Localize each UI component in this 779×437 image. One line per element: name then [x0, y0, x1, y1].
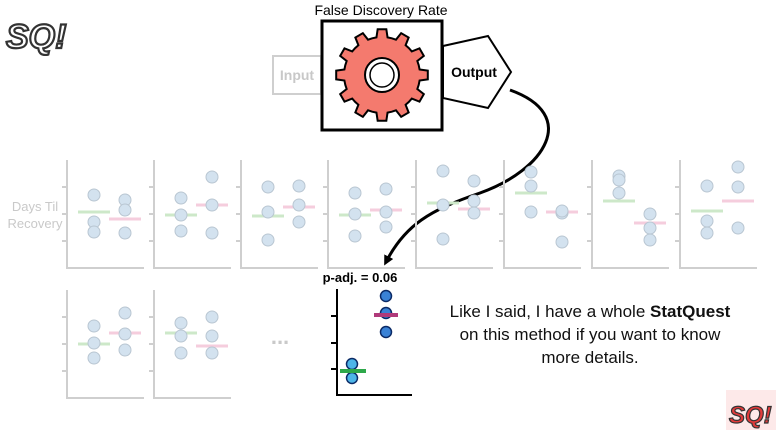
faded-data-point: [205, 310, 219, 324]
input-box: Input: [272, 55, 322, 95]
faded-data-point: [379, 182, 393, 196]
output-label: Output: [451, 64, 497, 80]
statquest-logo-top: SQ!: [5, 17, 68, 57]
faded-data-point: [292, 179, 306, 193]
faded-data-point: [524, 179, 538, 193]
caption: Like I said, I have a whole StatQuest on…: [410, 300, 770, 369]
faded-data-point: [261, 233, 275, 247]
faded-data-point: [700, 226, 714, 240]
faded-data-point: [467, 206, 481, 220]
faded-data-point: [731, 221, 745, 235]
faded-data-point: [700, 179, 714, 193]
logo-text: SQ!: [6, 18, 66, 56]
faded-data-point: [205, 198, 219, 212]
faded-data-point: [118, 203, 132, 217]
faded-data-point: [205, 170, 219, 184]
faded-data-point: [174, 329, 188, 343]
y-axis-label-line1: Days Til: [12, 199, 58, 214]
faded-data-point: [174, 191, 188, 205]
faded-data-point: [379, 205, 393, 219]
faded-data-point: [205, 346, 219, 360]
faded-data-point: [436, 164, 450, 178]
result-arrow: [384, 88, 550, 266]
faded-data-point: [555, 204, 569, 218]
faded-plot-axes: [153, 290, 231, 399]
faded-plot-axes: [240, 160, 318, 269]
faded-data-point: [524, 205, 538, 219]
input-label: Input: [280, 67, 315, 83]
faded-data-point: [524, 165, 538, 179]
p-adj-label: p-adj. = 0.06: [323, 270, 398, 285]
faded-data-point: [87, 225, 101, 239]
faded-plot-axes: [66, 160, 144, 269]
data-point: [345, 357, 359, 371]
faded-plot-axes: [679, 160, 757, 269]
faded-plot-axes: [415, 160, 493, 269]
caption-line2: on this method if you want to know: [459, 325, 721, 344]
faded-data-point: [348, 229, 362, 243]
faded-data-point: [205, 226, 219, 240]
output-arrow: Output: [442, 34, 513, 110]
faded-data-point: [87, 319, 101, 333]
data-point: [345, 371, 359, 385]
faded-data-point: [292, 215, 306, 229]
faded-plot-axes: [66, 290, 144, 399]
faded-data-point: [174, 224, 188, 238]
caption-line3: more details.: [541, 348, 639, 367]
ellipsis: ...: [271, 324, 289, 349]
faded-data-point: [118, 306, 132, 320]
logo-text: SQ!: [729, 402, 772, 429]
faded-data-point: [348, 186, 362, 200]
faded-data-point: [174, 316, 188, 330]
faded-data-point: [700, 214, 714, 228]
faded-plot-axes: [503, 160, 581, 269]
faded-data-point: [731, 160, 745, 174]
faded-data-point: [261, 205, 275, 219]
faded-data-point: [261, 180, 275, 194]
highlighted-plot: p-adj. = 0.06: [323, 270, 412, 396]
faded-data-point: [118, 226, 132, 240]
faded-plot-axes: [153, 160, 231, 269]
faded-data-point: [118, 327, 132, 341]
faded-data-point: [612, 186, 626, 200]
faded-plot-axes: [327, 160, 405, 269]
faded-data-point: [118, 343, 132, 357]
statquest-emphasis: StatQuest: [650, 302, 731, 321]
faded-data-point: [87, 351, 101, 365]
faded-data-point: [174, 346, 188, 360]
diagram-title: False Discovery Rate: [314, 2, 447, 18]
faded-data-point: [467, 194, 481, 208]
data-point: [379, 325, 393, 339]
faded-data-point: [292, 198, 306, 212]
faded-data-point: [643, 221, 657, 235]
faded-plot-axes: [591, 160, 669, 269]
faded-data-point: [436, 198, 450, 212]
faded-data-point: [555, 235, 569, 249]
faded-data-point: [467, 174, 481, 188]
faded-data-point: [731, 180, 745, 194]
caption-line1: Like I said, I have a whole StatQuest: [449, 302, 731, 321]
fdr-machine: [320, 19, 444, 132]
statquest-logo-bottom: SQ!: [726, 390, 776, 430]
faded-data-point: [87, 336, 101, 350]
faded-data-point: [643, 233, 657, 247]
faded-data-point: [348, 207, 362, 221]
faded-data-point: [612, 173, 626, 187]
faded-data-point: [436, 232, 450, 246]
faded-data-point: [205, 329, 219, 343]
y-axis-label-line2: Recovery: [8, 216, 63, 231]
data-point: [379, 289, 393, 303]
faded-data-point: [643, 207, 657, 221]
faded-plots: [62, 160, 757, 399]
faded-data-point: [379, 220, 393, 234]
faded-data-point: [87, 188, 101, 202]
faded-data-point: [174, 208, 188, 222]
